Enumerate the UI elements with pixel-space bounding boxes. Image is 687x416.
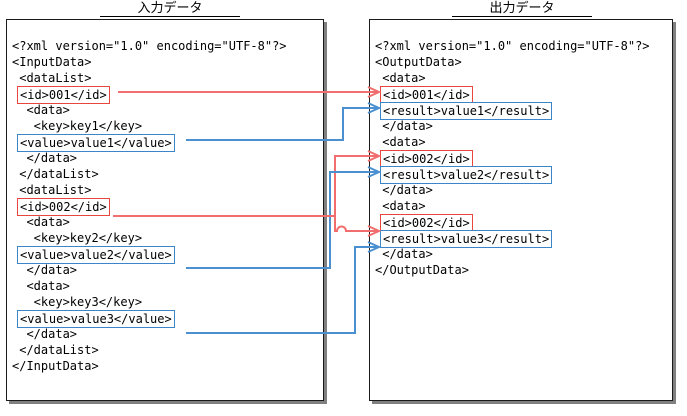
- output-line-plain: </data>: [375, 247, 433, 261]
- output-line-plain: <data>: [375, 71, 426, 85]
- output-line-plain: <data>: [375, 199, 426, 213]
- output-line-id-highlight[interactable]: <id>001</id>: [380, 86, 473, 104]
- input-line-plain: <data>: [12, 215, 70, 229]
- output-line-plain: </data>: [375, 119, 433, 133]
- input-line-id-highlight[interactable]: <id>001</id>: [17, 86, 110, 104]
- input-line-plain: <dataList>: [12, 71, 92, 85]
- output-line-value-highlight[interactable]: <result>value3</result>: [380, 230, 553, 248]
- output-line-plain: </OutputData>: [375, 263, 469, 277]
- output-line-plain: <data>: [375, 135, 426, 149]
- input-line-value-highlight[interactable]: <value>value1</value>: [17, 134, 175, 152]
- input-line-plain: <?xml version="1.0" encoding="UTF-8"?>: [12, 39, 287, 53]
- input-line-value-highlight[interactable]: <value>value3</value>: [17, 310, 175, 328]
- output-line-plain: </data>: [375, 183, 433, 197]
- output-line-value-highlight[interactable]: <result>value2</result>: [380, 166, 553, 184]
- input-line-plain: <key>key2</key>: [12, 231, 143, 245]
- input-line-plain: </dataList>: [12, 343, 99, 357]
- input-line-plain: </data>: [12, 151, 78, 165]
- input-line-plain: </data>: [12, 327, 78, 341]
- input-line-value-highlight[interactable]: <value>value2</value>: [17, 246, 175, 264]
- input-line-plain: <data>: [12, 279, 70, 293]
- output-panel-title: 出力データ: [452, 1, 592, 17]
- input-line-plain: <dataList>: [12, 183, 92, 197]
- input-line-plain: <InputData>: [12, 55, 92, 69]
- input-line-plain: </dataList>: [12, 167, 99, 181]
- input-line-plain: </InputData>: [12, 359, 99, 373]
- output-line-plain: <?xml version="1.0" encoding="UTF-8"?>: [375, 39, 650, 53]
- output-line-id-highlight[interactable]: <id>002</id>: [380, 150, 473, 168]
- output-data-panel: [369, 19, 673, 401]
- output-line-value-highlight[interactable]: <result>value1</result>: [380, 102, 553, 120]
- input-line-id-highlight[interactable]: <id>002</id>: [17, 198, 110, 216]
- input-line-plain: <key>key3</key>: [12, 295, 143, 309]
- input-line-plain: </data>: [12, 263, 78, 277]
- output-line-plain: <OutputData>: [375, 55, 462, 69]
- input-panel-title: 入力データ: [100, 1, 240, 17]
- input-line-plain: <data>: [12, 103, 70, 117]
- input-line-plain: <key>key1</key>: [12, 119, 143, 133]
